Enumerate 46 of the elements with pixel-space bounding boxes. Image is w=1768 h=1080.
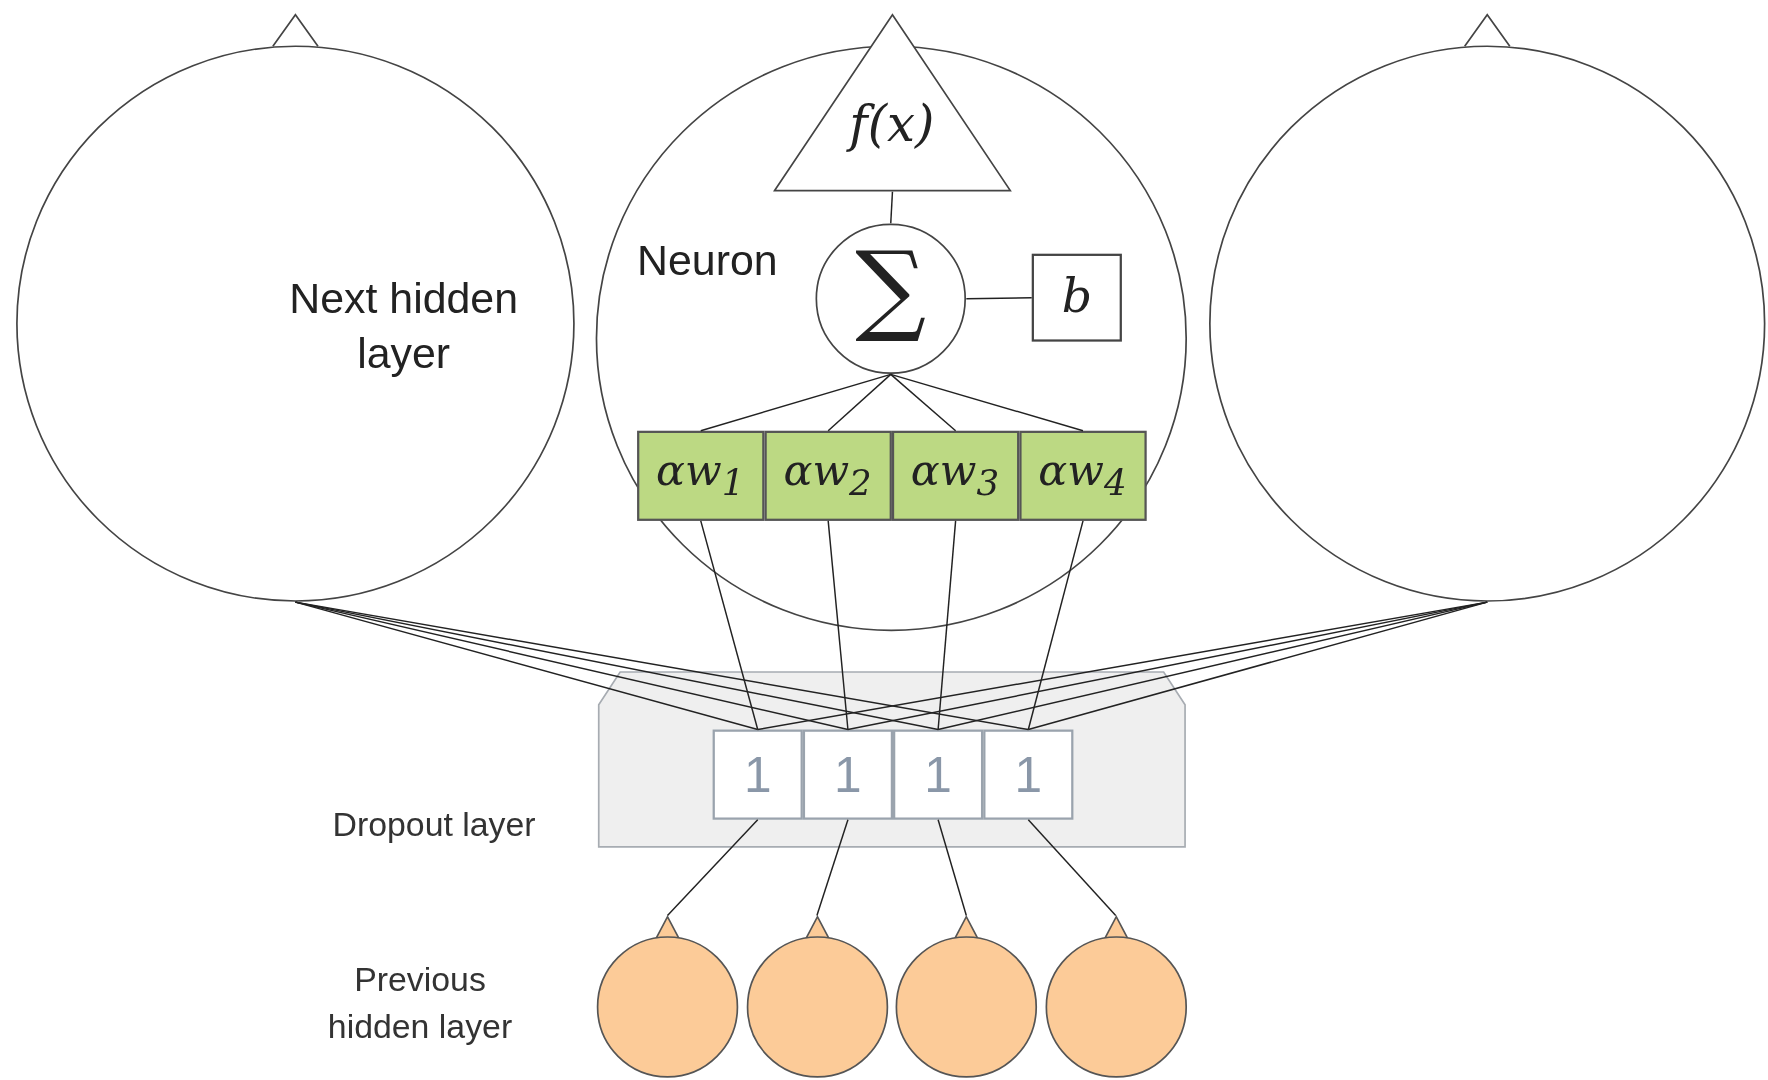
math-label: ∑ (854, 234, 928, 344)
input-neuron-circle (596, 915, 739, 1078)
connector-line (937, 819, 968, 917)
connector-line (816, 819, 849, 917)
node-label: Neuron (637, 235, 778, 287)
math-label: αw$_{2}$ (782, 444, 873, 505)
connector-line (827, 373, 892, 432)
math-label: αw$_{1}$ (655, 444, 746, 505)
weight-box (764, 430, 892, 521)
bias-box (1031, 253, 1122, 342)
connector-line (827, 520, 849, 731)
mask-box (983, 729, 1074, 820)
input-neuron-circle (745, 915, 888, 1078)
node-label: 1 (923, 745, 953, 804)
math-label: αw$_{3}$ (909, 444, 1001, 505)
weight-box (891, 430, 1020, 521)
connector-line (937, 520, 957, 731)
input-neuron-circle (1044, 915, 1187, 1078)
node-label: 1 (833, 745, 863, 804)
weight-box (1019, 430, 1147, 521)
connector-line (1027, 520, 1084, 731)
math-label: f(x) (772, 92, 1011, 155)
mask-box (893, 729, 984, 820)
connector-line (890, 373, 957, 432)
mask-box (802, 729, 893, 820)
dropout-panel (597, 670, 1187, 848)
layer-circle (15, 13, 576, 603)
node-label: 1 (742, 745, 773, 804)
summation-circle (815, 223, 967, 375)
activation-triangle (773, 13, 1012, 192)
connector-line (666, 819, 759, 917)
weight-box (637, 430, 765, 521)
connector-line (1027, 819, 1117, 917)
node-label: Next hidden layer (288, 274, 519, 379)
layer-circle (1208, 13, 1766, 603)
math-label: b (1060, 267, 1093, 326)
math-label: αw$_{4}$ (1037, 444, 1128, 505)
connector-line (965, 296, 1033, 300)
input-neuron-circle (895, 915, 1038, 1078)
layer-label: Dropout layer (331, 804, 536, 845)
layer-label: Previous hidden layer (326, 959, 514, 1048)
connector-line (700, 520, 759, 731)
mask-box (712, 729, 803, 820)
connector-line (890, 190, 894, 224)
node-label: 1 (1013, 745, 1044, 804)
neuron-circle (595, 45, 1188, 632)
